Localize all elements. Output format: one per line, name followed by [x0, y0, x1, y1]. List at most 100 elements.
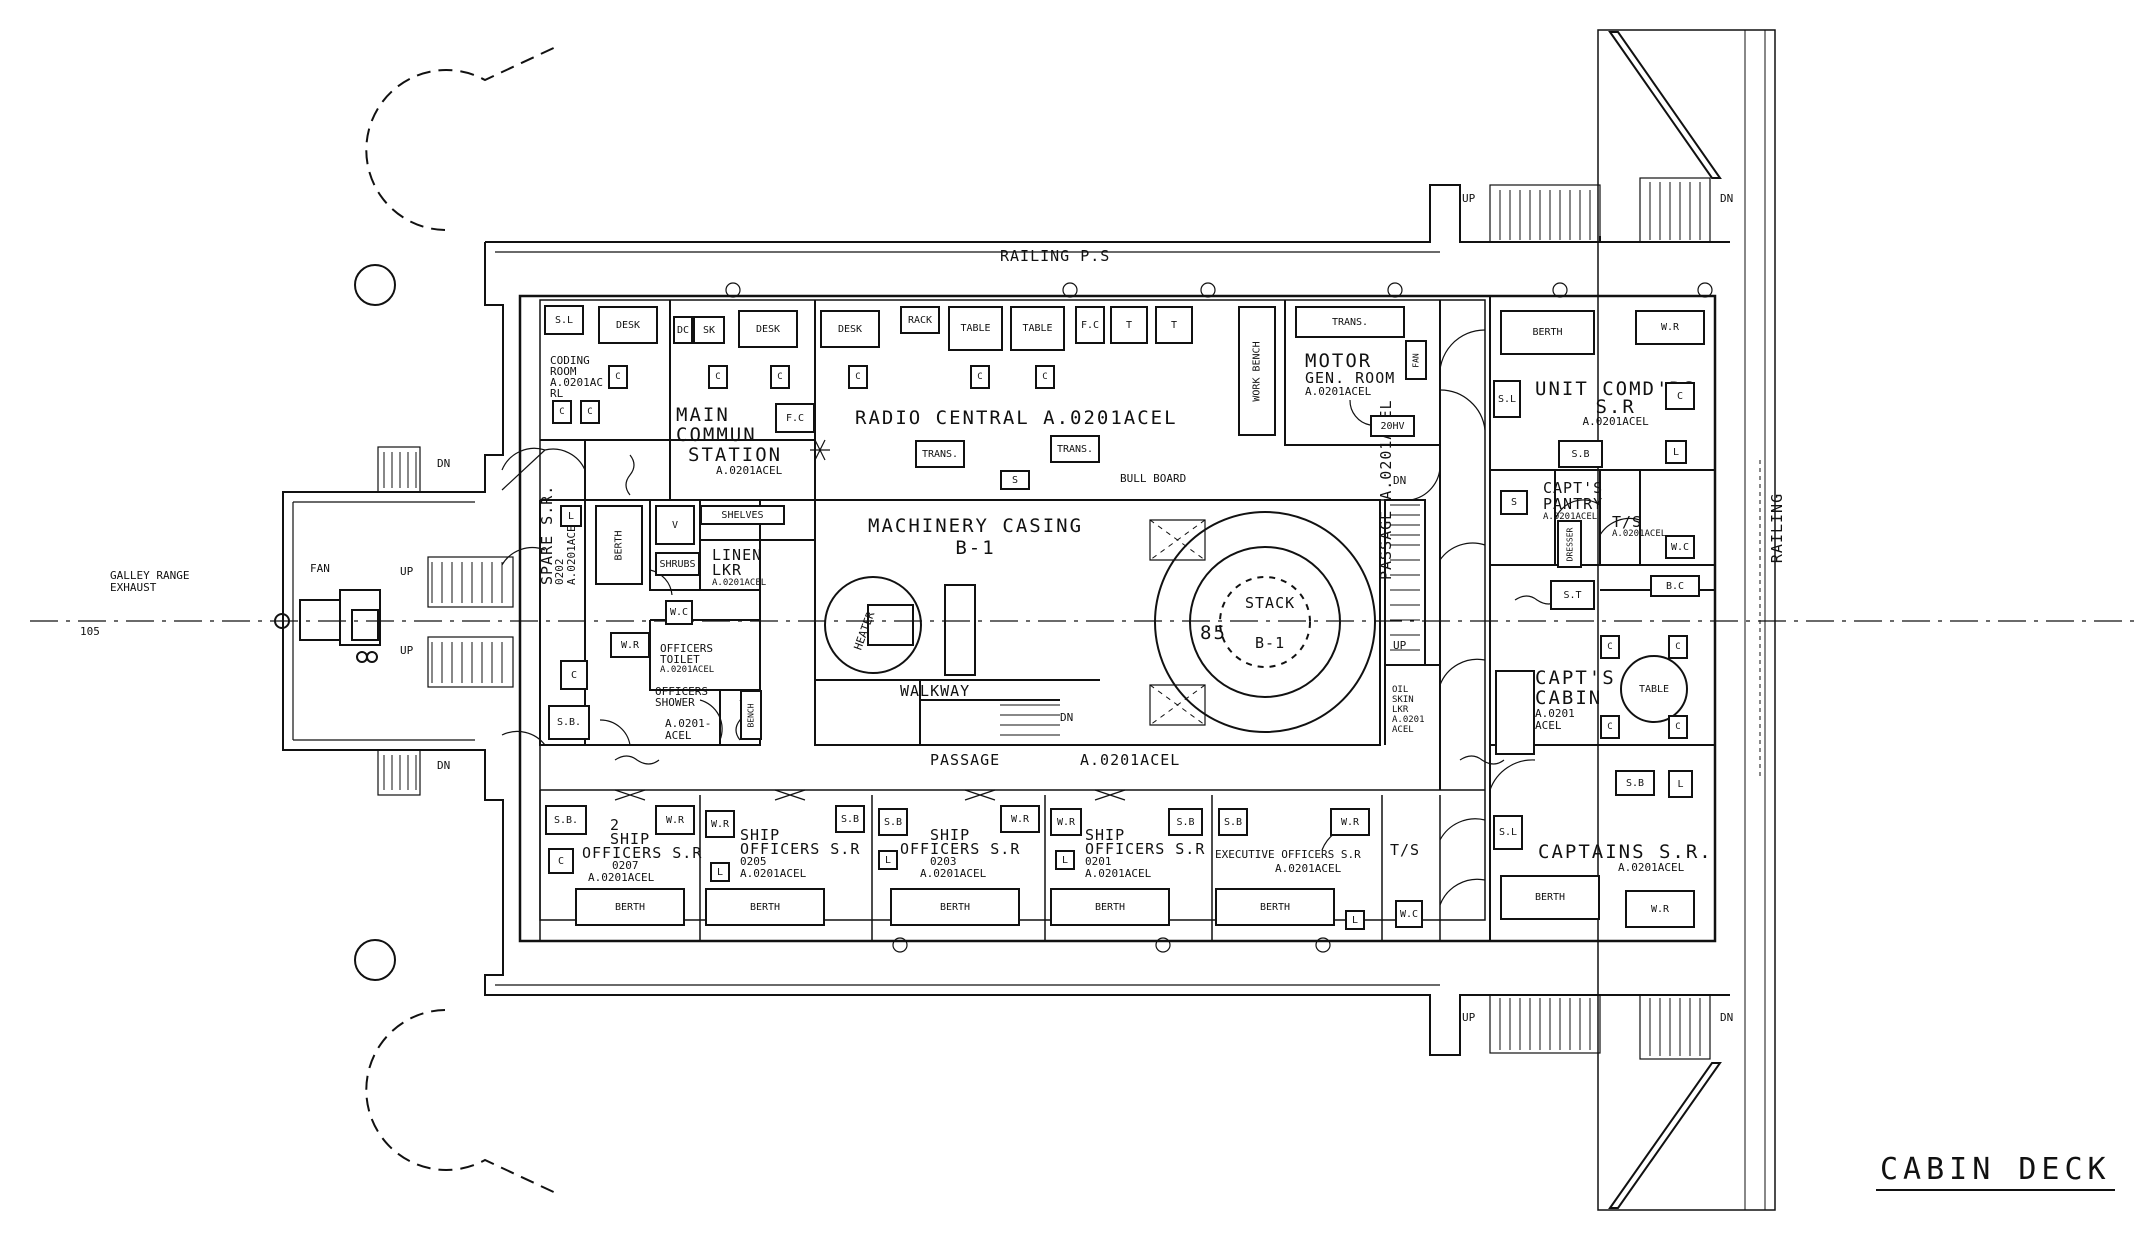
shrubs-box: SHRUBS: [655, 552, 700, 576]
chair: C: [708, 365, 728, 389]
berth-box-unit: BERTH: [1500, 310, 1595, 355]
desk-box-2: DESK: [738, 310, 798, 348]
chair: C: [1600, 715, 1620, 739]
officers-code-label: A.0201-ACEL: [665, 717, 712, 742]
trans-box-2: TRANS.: [915, 440, 965, 468]
c-box-2: C: [548, 848, 574, 874]
dn-label-2: DN: [437, 759, 451, 772]
wr-box-1: W.R: [610, 632, 650, 658]
l-box-2: L: [710, 862, 730, 882]
dim-105-label: 105: [80, 625, 100, 638]
sb-box-3: S.B: [835, 805, 865, 833]
fc-box-1: F.C: [1075, 306, 1105, 344]
chair: C: [770, 365, 790, 389]
ramp-upper: [1597, 29, 1776, 1211]
chair: C: [1600, 635, 1620, 659]
sb-box-6: S.B: [1218, 808, 1248, 836]
dbl-box: [1495, 670, 1535, 755]
l-box-3: L: [878, 850, 898, 870]
berth-box-4: BERTH: [1050, 888, 1170, 926]
wr-box-4: W.R: [1000, 805, 1040, 833]
shelves-box: SHELVES: [700, 505, 785, 525]
dresser-box: DRESSER: [1557, 520, 1582, 568]
c-box-unit: C: [1665, 382, 1695, 410]
sb-box-capt: S.B: [1615, 770, 1655, 796]
stack-circle: [1154, 511, 1376, 733]
sb-box-4: S.B: [878, 808, 908, 836]
sb-box-unit: S.B: [1558, 440, 1603, 468]
wc-box-2: W.C: [1395, 900, 1423, 928]
wr-box-capt: W.R: [1625, 890, 1695, 928]
wc-box-1: W.C: [665, 600, 693, 625]
chair: C: [1668, 635, 1688, 659]
t-box-2: T: [1155, 306, 1193, 344]
dn-label-4: DN: [1720, 1011, 1734, 1024]
dn-label-1: DN: [437, 457, 451, 470]
railing-ps-label: RAILING P.S: [1000, 247, 1111, 265]
table-box-capt: TABLE: [1620, 655, 1688, 723]
trans-box-3: TRANS.: [1050, 435, 1100, 463]
up-label-4: UP: [1462, 1011, 1476, 1024]
desk-box-1: DESK: [598, 306, 658, 344]
table-box-1: TABLE: [948, 306, 1003, 351]
drawing-title: CABIN DECK: [1876, 1152, 2115, 1191]
davit-circle-aft: [354, 939, 396, 981]
bc-box: B.C: [1650, 575, 1700, 597]
dc-box: DC: [673, 316, 693, 344]
up-label-1: UP: [400, 565, 414, 578]
dn-label-6: DN: [1060, 711, 1074, 724]
desk-box-3: DESK: [820, 310, 880, 348]
railing-stbd-label: RAILING: [1768, 492, 1787, 564]
up-label-2: UP: [400, 644, 414, 657]
sk-box: SK: [693, 316, 725, 344]
fc-box-2: F.C: [775, 403, 815, 433]
fan-unit: [274, 589, 381, 663]
rack-box: RACK: [900, 306, 940, 334]
chair: C: [848, 365, 868, 389]
fan-box: FAN: [1405, 340, 1427, 380]
berth-box-1: BERTH: [575, 888, 685, 926]
captains-sr-label: CAPTAINS S.R.A.0201ACEL: [1538, 841, 1713, 874]
v-box: V: [655, 505, 695, 545]
chair: C: [1035, 365, 1055, 389]
sl-box-radio: S: [1000, 470, 1030, 490]
trans-box-1: TRANS.: [1295, 306, 1405, 338]
chair: C: [580, 400, 600, 424]
dn-label-3: DN: [1720, 192, 1734, 205]
fan-label: FAN: [310, 562, 330, 575]
berth-box-5: BERTH: [1215, 888, 1335, 926]
chair: C: [552, 400, 572, 424]
sb-box-1: S.B.: [548, 705, 590, 740]
radio-central-label: RADIO CENTRAL A.0201ACEL: [855, 407, 1178, 429]
bench-box: BENCH: [740, 690, 762, 740]
s-box-pantry: S: [1500, 490, 1528, 515]
walkway-label: WALKWAY: [900, 682, 971, 700]
chair: C: [1668, 715, 1688, 739]
workbench-box: WORK BENCH: [1238, 306, 1276, 436]
berth-box-3: BERTH: [890, 888, 1020, 926]
bull-board-label: BULL BOARD: [1120, 472, 1187, 485]
l-box-4: L: [1055, 850, 1075, 870]
chair: C: [970, 365, 990, 389]
table-box-2: TABLE: [1010, 306, 1065, 351]
davit-circle-fwd: [354, 264, 396, 306]
berth-box-capt: BERTH: [1500, 875, 1600, 920]
up-label-3: UP: [1462, 192, 1476, 205]
mgset-box: 20HV: [1370, 415, 1415, 437]
